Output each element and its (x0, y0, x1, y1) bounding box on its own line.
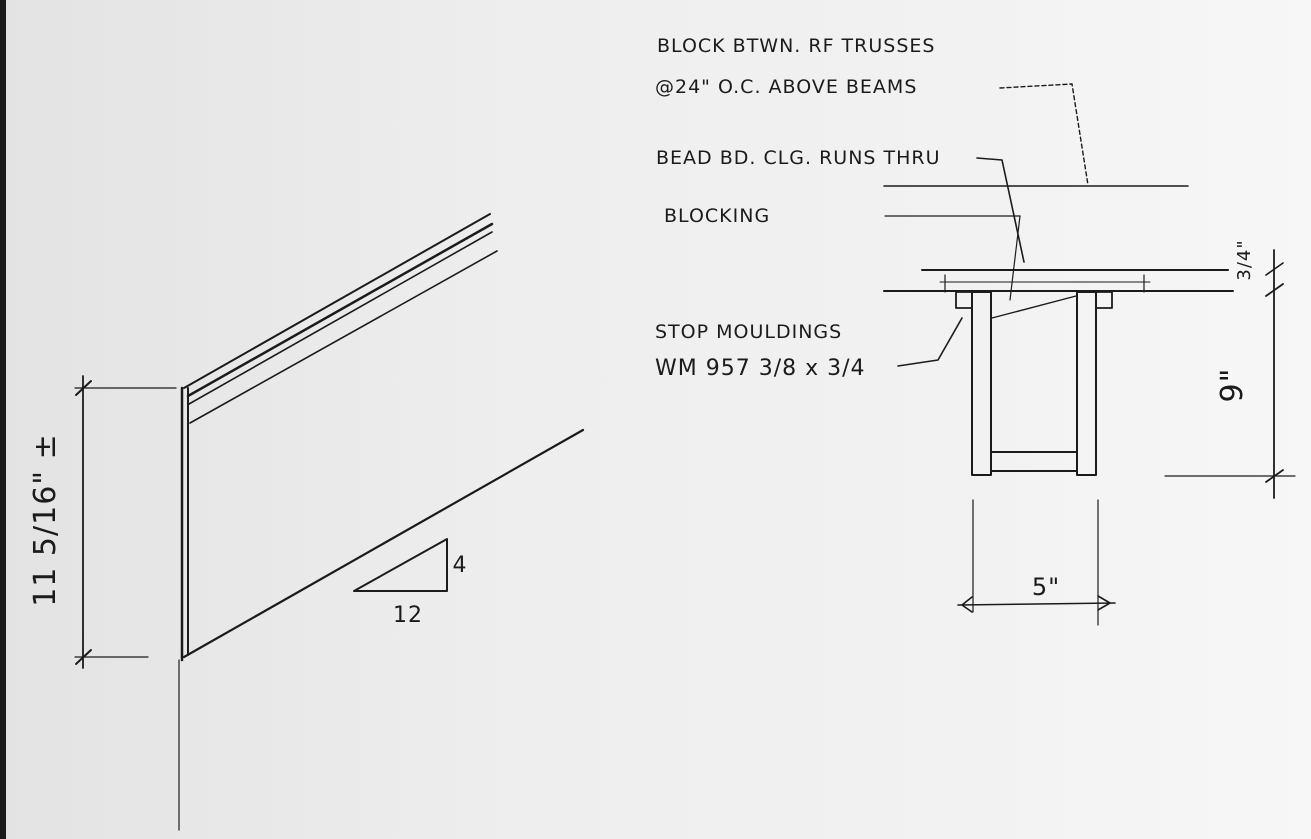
block-leader (999, 83, 1089, 186)
bead-leader (976, 157, 1025, 263)
stop-leader (897, 317, 963, 367)
block-note-line1: BLOCK BTWN. RF TRUSSES (657, 35, 935, 57)
slope-triangle (353, 538, 448, 592)
beam-line-2 (186, 222, 494, 398)
beam-bottom-board (990, 451, 1078, 472)
bead-note: BEAD BD. CLG. RUNS THRU (656, 147, 941, 169)
beam-side-left (971, 291, 992, 476)
height-dim-top-tick (75, 380, 92, 396)
block-note-line2: @24" O.C. ABOVE BEAMS (655, 76, 917, 98)
stop-moulding-right (1095, 291, 1113, 309)
width-arrow-left (961, 596, 973, 613)
stop-note-line2: WM 957 3/8 x 3/4 (655, 356, 866, 381)
scan-edge (0, 0, 6, 839)
beam-line-3 (188, 231, 493, 405)
section-height-label: 9" (1215, 368, 1250, 403)
section-height-top-tick (1265, 283, 1284, 297)
width-label: 5" (1032, 573, 1060, 601)
width-dim-line (957, 602, 1116, 606)
height-dim-bottom-tick (75, 649, 92, 665)
slope-rise-label: 4 (453, 553, 468, 578)
beam-side-right (1076, 291, 1097, 476)
beam-elevation (74, 213, 585, 831)
beam-section (883, 83, 1296, 626)
stop-note-line1: STOP MOULDINGS (655, 321, 842, 343)
blocking-diagonal (991, 295, 1077, 319)
height-left-label: 11 5/16" ± (28, 433, 63, 607)
thickness-label: 3/4" (1234, 239, 1255, 280)
thickness-tick (1265, 262, 1284, 276)
beam-bottom-line (189, 250, 498, 424)
section-height-bottom-tick (1265, 469, 1284, 483)
stop-moulding-left (955, 291, 973, 309)
blocking-leader (1009, 215, 1021, 301)
slope-run-label: 12 (393, 603, 423, 628)
soffit-line (182, 428, 585, 659)
blocking-note: BLOCKING (664, 205, 770, 227)
beam-top-line (183, 213, 491, 389)
width-arrow-right (1097, 595, 1111, 611)
